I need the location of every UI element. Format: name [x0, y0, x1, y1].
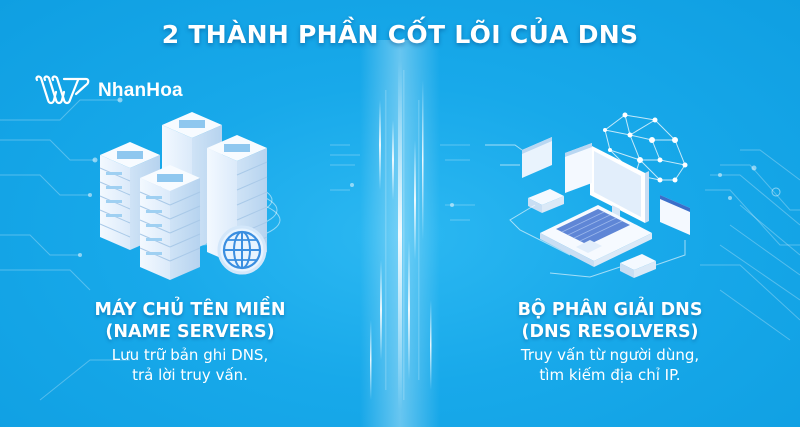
- component-dns-resolvers: BỘ PHÂN GIẢI DNS (DNS RESOLVERS) Truy vấ…: [460, 299, 760, 385]
- brand-name: NhanHoa: [98, 80, 183, 101]
- brand-logo: NhanHoa: [34, 74, 183, 108]
- light-beam-decoration: [360, 40, 440, 427]
- component-heading: BỘ PHÂN GIẢI DNS: [517, 300, 703, 320]
- component-description: tìm kiếm địa chỉ IP.: [539, 366, 681, 384]
- server-rack-globe-icon: [99, 112, 281, 280]
- nhanhoa-logo-icon: [35, 75, 90, 105]
- computer-network-icon: [485, 112, 690, 278]
- component-heading: MÁY CHỦ TÊN MIỀN: [94, 300, 286, 320]
- component-subheading: (NAME SERVERS): [105, 322, 275, 342]
- component-description: Lưu trữ bản ghi DNS,: [111, 346, 269, 364]
- page-title: 2 THÀNH PHẦN CỐT LÕI CỦA DNS: [161, 20, 639, 49]
- component-description: trả lời truy vấn.: [132, 366, 248, 384]
- component-description: Truy vấn từ người dùng,: [520, 346, 700, 364]
- globe-icon: [217, 225, 267, 275]
- component-name-servers: MÁY CHỦ TÊN MIỀN (NAME SERVERS) Lưu trữ …: [40, 299, 340, 385]
- component-subheading: (DNS RESOLVERS): [521, 322, 699, 342]
